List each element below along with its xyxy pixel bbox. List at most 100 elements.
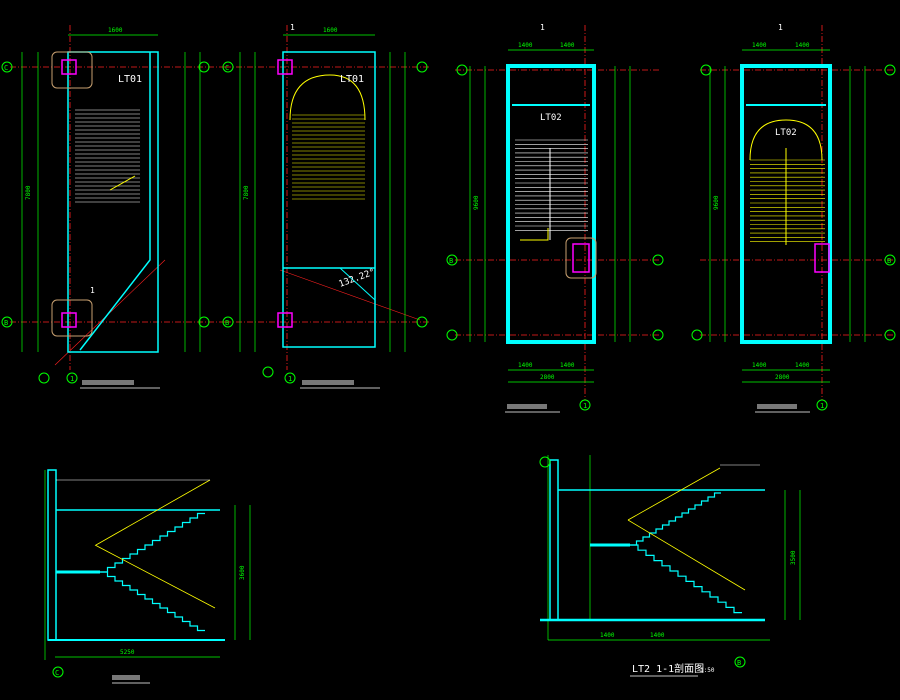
- handrail: [627, 467, 721, 521]
- axis-bubble-c: [52, 666, 64, 678]
- axis-bubble: [262, 366, 274, 378]
- axis-label-1: 1: [820, 402, 824, 410]
- stair-treads: [292, 114, 365, 200]
- dim-text: 7800: [243, 185, 250, 200]
- grid-number: 1: [540, 23, 545, 32]
- dim-text: 9600: [713, 195, 720, 210]
- title-block: [302, 380, 354, 385]
- axis-label-b: B: [225, 319, 229, 327]
- axis-label-c: C: [225, 64, 229, 72]
- dim-text: 1400: [600, 632, 615, 639]
- title-block: [507, 404, 547, 409]
- axis-label-c: C: [55, 669, 59, 677]
- stair-enclosure: [67, 51, 159, 353]
- column: [277, 59, 293, 75]
- grid-number: 1: [778, 23, 783, 32]
- dim-text: 1400: [795, 362, 810, 369]
- stair-treads: [750, 159, 825, 242]
- title-block: [82, 380, 134, 385]
- axis-bubble: [539, 456, 551, 468]
- title-block: [112, 675, 140, 680]
- dim-text: 2800: [775, 374, 790, 381]
- stair-flight: [100, 512, 205, 573]
- axis-bubble-b: [734, 656, 746, 668]
- section-left: 5250 3600 C: [44, 469, 251, 684]
- dim-text: 1400: [650, 632, 665, 639]
- column: [814, 243, 830, 273]
- stair-enclosure: [740, 64, 832, 344]
- dim-text: 9600: [473, 195, 480, 210]
- dim-text: 7800: [25, 185, 32, 200]
- axis-bubble-b: [1, 316, 13, 328]
- axis-bubble-c: [222, 61, 234, 73]
- axis-bubble: [38, 372, 50, 384]
- grid-number: 1: [90, 286, 95, 295]
- stair-flight: [630, 544, 742, 614]
- dim-text: 3500: [790, 550, 797, 565]
- axis-label-c: C: [4, 64, 8, 72]
- stair-tag: LT02: [775, 128, 797, 138]
- plan-lt01-second-floor: 132.22° LT01 7800 1600 C B 1 1: [222, 23, 430, 389]
- title-block: [757, 404, 797, 409]
- axis-bubble: [416, 316, 428, 328]
- axis-bubble: [416, 61, 428, 73]
- dim-text: 1400: [518, 42, 533, 49]
- column-highlight: [51, 51, 93, 89]
- stair-enclosure: [506, 64, 596, 344]
- handrail: [94, 544, 216, 609]
- axis-bubble: [652, 329, 664, 341]
- dim-text: 1400: [795, 42, 810, 49]
- axis-bubble-1: [816, 399, 828, 411]
- handrail: [520, 228, 549, 241]
- axis-bubble-a: [446, 329, 458, 341]
- axis-bubble: [884, 329, 896, 341]
- axis-label-b: B: [449, 257, 453, 265]
- dim-text: 1400: [752, 362, 767, 369]
- handrail: [95, 479, 211, 546]
- plan-lt02-second-floor: LT02 1400 1400 1400 1400 2800 9600 B 1 1: [691, 23, 896, 413]
- section-scale: 1:50: [700, 667, 715, 674]
- grid-number: 1: [290, 23, 295, 32]
- section-right: 1400 1400 3500 B LT2 1-1剖面图 1:50: [539, 455, 801, 677]
- column: [572, 243, 590, 273]
- axis-diagonal: [279, 269, 421, 321]
- axis-label-1: 1: [70, 375, 74, 383]
- stair-tag: LT01: [340, 74, 364, 85]
- column-highlight: [51, 299, 93, 337]
- plan-lt02-first-floor: LT02 1400 1400 1400 1400 2800 9600 B 1 1: [446, 23, 664, 413]
- axis-bubble: [198, 61, 210, 73]
- dim-text: 1400: [560, 42, 575, 49]
- axis-label-b: B: [887, 257, 891, 265]
- stair-tag: LT02: [540, 113, 562, 123]
- axis-bubble: [884, 64, 896, 76]
- stair-treads: [75, 109, 140, 203]
- section-title: LT2 1-1剖面图: [632, 662, 704, 675]
- dim-text: 1600: [323, 27, 338, 34]
- column: [61, 59, 77, 75]
- axis-bubble-1: [579, 399, 591, 411]
- angled-wall: [79, 52, 151, 351]
- stair-treads: [515, 139, 588, 231]
- stair-enclosure: [282, 51, 376, 348]
- walking-line: [109, 175, 136, 191]
- axis-bubble-b: [446, 254, 458, 266]
- axis-label-1: 1: [583, 402, 587, 410]
- axis-label-b: B: [4, 319, 8, 327]
- axis-bubble: [198, 316, 210, 328]
- axis-bubble: [652, 254, 664, 266]
- axis-bubble-a: [691, 329, 703, 341]
- dim-text: 5250: [120, 649, 135, 656]
- axis-bubble-1: [66, 372, 78, 384]
- dim-text: 1600: [108, 27, 123, 34]
- handrail-arc: [289, 74, 366, 121]
- dim-text: 1400: [752, 42, 767, 49]
- axis-bubble-1: [284, 372, 296, 384]
- handrail-arc: [749, 119, 823, 161]
- handrail: [627, 519, 746, 591]
- axis-bubble: [700, 64, 712, 76]
- angled-wall: [339, 267, 376, 301]
- dim-text: 1400: [560, 362, 575, 369]
- axis-bubble-c: [1, 61, 13, 73]
- axis-bubble: [456, 64, 468, 76]
